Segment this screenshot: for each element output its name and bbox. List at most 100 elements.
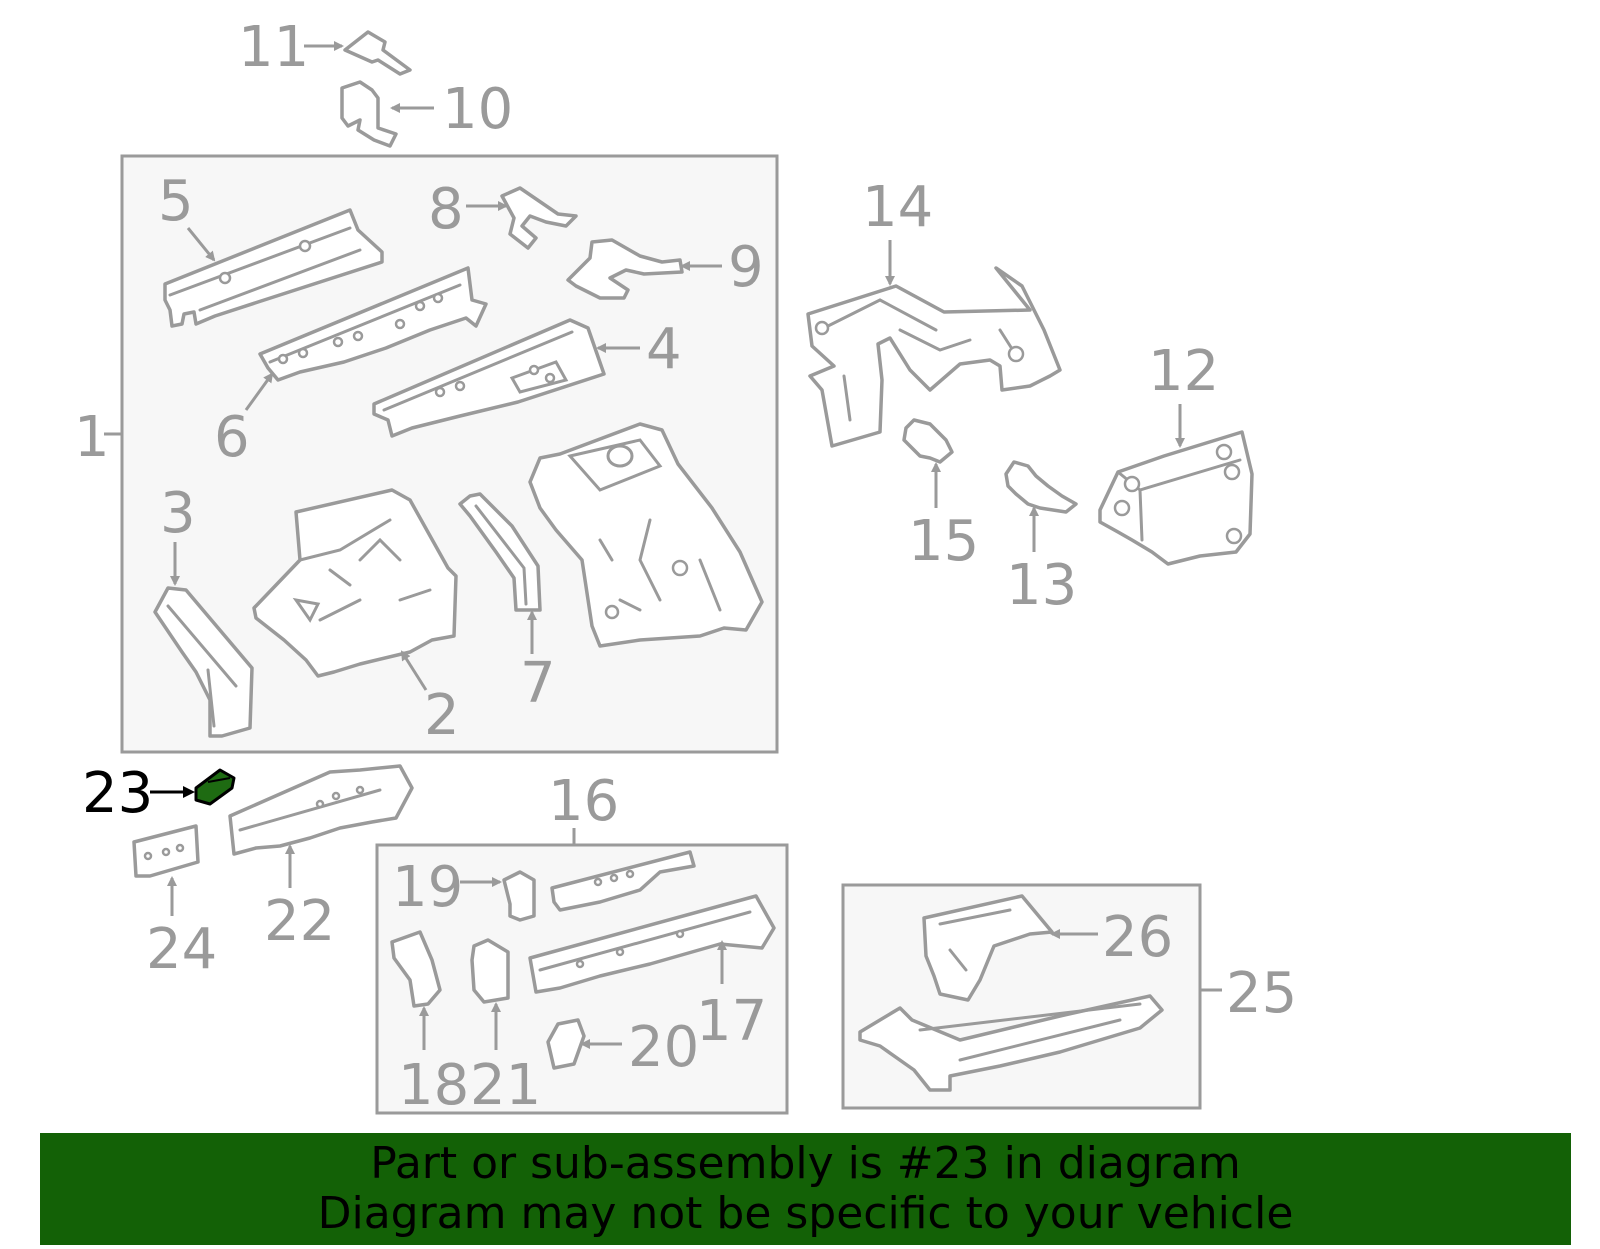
part-23-shape — [194, 768, 236, 806]
part-4-hole — [434, 386, 446, 398]
part-18-shape — [390, 930, 442, 1008]
part-12-hole — [1223, 463, 1241, 481]
part-14-hole — [1007, 345, 1025, 363]
callout-15: 15 — [908, 509, 979, 574]
part-26-detail — [938, 908, 1012, 972]
part-6-hole — [297, 347, 309, 359]
callout-18: 18 — [398, 1053, 469, 1118]
part-5-shape — [163, 208, 384, 328]
part-4-hole — [454, 380, 466, 392]
callout-26: 26 — [1102, 905, 1173, 970]
info-banner: Part or sub-assembly is #23 in diagram D… — [40, 1133, 1571, 1245]
callout-25: 25 — [1226, 961, 1297, 1026]
part-12-detail — [1116, 458, 1242, 542]
banner-line-2: Diagram may not be specific to your vehi… — [317, 1188, 1294, 1239]
part-20-shape — [546, 1018, 586, 1070]
part-4-hole — [528, 364, 540, 376]
part-12-hole — [1225, 527, 1243, 545]
part-3-shape — [153, 586, 254, 738]
part-17-shape — [528, 894, 776, 994]
part-6-hole — [332, 336, 344, 348]
part-15-shape — [902, 418, 954, 464]
part-7-detail — [474, 504, 528, 606]
part-5-detail — [168, 226, 362, 312]
part-6-hole — [277, 353, 289, 365]
part-16-rail-hole — [625, 869, 635, 879]
part-12-hole — [1215, 443, 1233, 461]
part-24-hole — [143, 851, 153, 861]
callout-21: 21 — [470, 1053, 541, 1118]
part-4-hole — [544, 372, 556, 384]
part-25-rail-shape — [858, 994, 1164, 1092]
part-10-shape — [340, 80, 398, 148]
callout-20: 20 — [628, 1015, 699, 1080]
callout-10: 10 — [442, 77, 513, 142]
part-2-detail — [292, 518, 432, 623]
part-19-shape — [502, 870, 536, 922]
callout-16: 16 — [548, 769, 619, 834]
part-12-hole — [1113, 499, 1131, 517]
part-6-hole — [394, 318, 406, 330]
callout-12: 12 — [1148, 339, 1219, 404]
callout-4: 4 — [646, 317, 682, 382]
part-2-shape — [252, 488, 458, 678]
callout-5: 5 — [158, 169, 194, 234]
callout-11: 11 — [238, 15, 309, 80]
part-6-hole — [352, 330, 364, 342]
callout-9: 9 — [728, 235, 764, 300]
part-12-hole — [1123, 475, 1141, 493]
part-17-hole — [675, 929, 685, 939]
part-22-hole — [331, 791, 341, 801]
callout-8: 8 — [428, 177, 464, 242]
callout-3: 3 — [160, 481, 196, 546]
banner-line-1: Part or sub-assembly is #23 in diagram — [370, 1138, 1241, 1189]
part-4-detail — [382, 330, 574, 412]
callout-1: 1 — [74, 405, 110, 470]
leader-6 — [244, 372, 274, 411]
part-12-shape — [1098, 430, 1254, 566]
part-3-detail — [166, 604, 238, 728]
callout-23: 23 — [82, 761, 153, 826]
part-14-hole — [814, 320, 830, 336]
part-21-shape — [470, 938, 510, 1004]
part-25-rail-detail — [918, 1002, 1142, 1062]
callout-17: 17 — [696, 989, 767, 1054]
callout-6: 6 — [214, 405, 250, 470]
leader-2 — [400, 650, 428, 691]
part-11-shape — [343, 30, 412, 76]
part-6-hole — [414, 300, 426, 312]
leader-5 — [186, 227, 216, 262]
callout-2: 2 — [424, 683, 460, 748]
part-22-hole — [315, 799, 325, 809]
part-16-rail-shape — [550, 850, 696, 912]
part-24-hole — [161, 847, 171, 857]
part-16-rail-hole — [593, 877, 603, 887]
part-8-shape — [500, 186, 578, 250]
panel-hole — [671, 559, 689, 577]
part-14-shape — [806, 266, 1062, 448]
part-23-detail — [207, 777, 231, 783]
callout-13: 13 — [1006, 553, 1077, 618]
part-22-shape — [228, 764, 414, 856]
part-22-hole — [355, 785, 365, 795]
panel-hole — [604, 604, 620, 620]
part-6-hole — [432, 292, 444, 304]
part-5-hole — [218, 271, 232, 285]
part-9-shape — [566, 238, 684, 300]
part-17-hole — [575, 959, 585, 969]
callout-14: 14 — [862, 175, 933, 240]
part-17-detail — [538, 910, 752, 972]
part-14-detail — [818, 298, 1016, 422]
callout-7: 7 — [520, 651, 556, 716]
part-16-rail-hole — [609, 873, 619, 883]
part-17-hole — [615, 947, 625, 957]
part-7-shape — [458, 492, 542, 612]
part-4-shape — [372, 318, 606, 438]
part-24-hole — [175, 843, 185, 853]
part-13-shape — [1004, 460, 1078, 514]
callout-19: 19 — [392, 855, 463, 920]
part-22-detail — [238, 788, 382, 832]
panel-detail — [567, 438, 722, 612]
callout-24: 24 — [146, 917, 217, 982]
